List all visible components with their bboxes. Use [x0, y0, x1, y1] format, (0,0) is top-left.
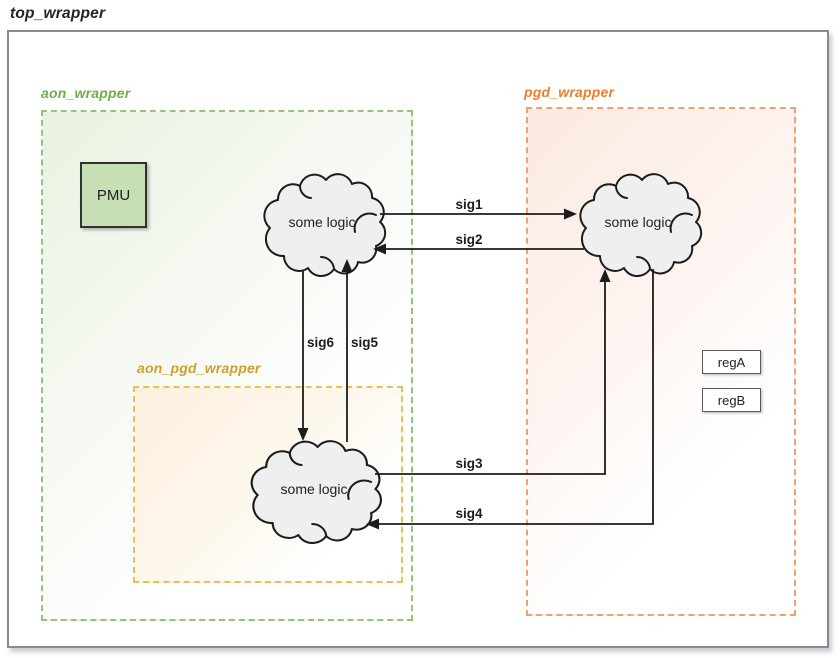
pgd-logic-cloud-label: some logic: [605, 214, 672, 230]
aon-logic-cloud-label: some logic: [289, 214, 356, 230]
pmu-block: PMU: [80, 162, 147, 228]
top-wrapper-label: top_wrapper: [10, 5, 106, 22]
aon-pgd-logic-cloud: some logic: [250, 440, 382, 545]
sig4-label: sig4: [455, 506, 483, 521]
regB-block: regB: [702, 388, 761, 412]
sig5-label: sig5: [351, 335, 379, 350]
pgd-logic-cloud: some logic: [579, 173, 703, 278]
sig6-arrow: [297, 271, 309, 441]
sig5-arrow: [341, 259, 353, 442]
aon-pgd-wrapper-label: aon_pgd_wrapper: [137, 360, 261, 376]
sig3-label: sig3: [455, 456, 483, 471]
sig6-label: sig6: [307, 335, 335, 350]
sig4-arrow: [366, 269, 654, 530]
sig2-arrow: [373, 243, 584, 255]
sig2-label: sig2: [455, 232, 482, 247]
sig1-arrow: [380, 208, 577, 220]
regA-block: regA: [702, 350, 761, 374]
pgd-wrapper-label: pgd_wrapper: [524, 84, 615, 100]
aon-wrapper-label: aon_wrapper: [41, 85, 131, 101]
sig1-label: sig1: [455, 197, 483, 212]
aon-pgd-logic-cloud-label: some logic: [281, 481, 348, 497]
sig3-arrow: [375, 269, 611, 475]
aon-logic-cloud: some logic: [263, 173, 387, 278]
